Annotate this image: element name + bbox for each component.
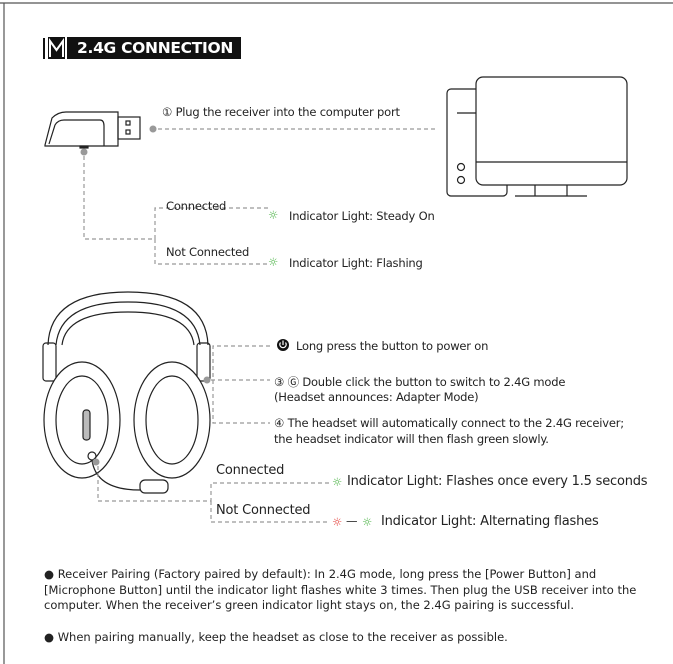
brand-logo-icon bbox=[43, 37, 65, 59]
auto-connect-text: ④ The headset will automatically connect… bbox=[274, 416, 624, 430]
headset-illustration bbox=[42, 291, 211, 494]
red-light-icon: ☼ bbox=[332, 515, 343, 529]
receiver-not-connected-indicator: Indicator Light: Flashing bbox=[289, 256, 423, 270]
headset-not-connected-indicator: Indicator Light: Alternating flashes bbox=[381, 514, 599, 529]
headset-connected-indicator: Indicator Light: Flashes once every 1.5 … bbox=[347, 474, 648, 489]
headset-not-connected-label: Not Connected bbox=[216, 503, 311, 518]
auto-connect-note: the headset indicator will then flash gr… bbox=[274, 432, 549, 446]
mode-step-note: (Headset announces: Adapter Mode) bbox=[274, 390, 479, 404]
mode-step-text: ③ Ⓖ Double click the button to switch to… bbox=[274, 375, 566, 389]
headset-connected-label: Connected bbox=[216, 463, 285, 478]
green-light-icon: ☼ bbox=[332, 475, 343, 489]
distance-note: ● When pairing manually, keep the headse… bbox=[44, 630, 508, 644]
receiver-not-connected-label: Not Connected bbox=[166, 245, 250, 259]
dash-separator: — bbox=[346, 514, 358, 528]
receiver-step-text: ① Plug the receiver into the computer po… bbox=[162, 105, 400, 119]
pairing-note: ● Receiver Pairing (Factory paired by de… bbox=[44, 567, 637, 612]
usb-receiver-icon bbox=[44, 111, 141, 149]
receiver-connected-label: Connected bbox=[166, 199, 227, 213]
green-light-icon: ☼ bbox=[362, 515, 373, 529]
power-step-text: Long press the button to power on bbox=[296, 339, 489, 353]
green-light-icon: ☼ bbox=[268, 208, 279, 222]
green-light-icon: ☼ bbox=[268, 255, 279, 269]
receiver-connected-indicator: Indicator Light: Steady On bbox=[289, 209, 435, 223]
section-title: 2.4G CONNECTION bbox=[67, 37, 241, 59]
computer-icon bbox=[446, 76, 628, 197]
